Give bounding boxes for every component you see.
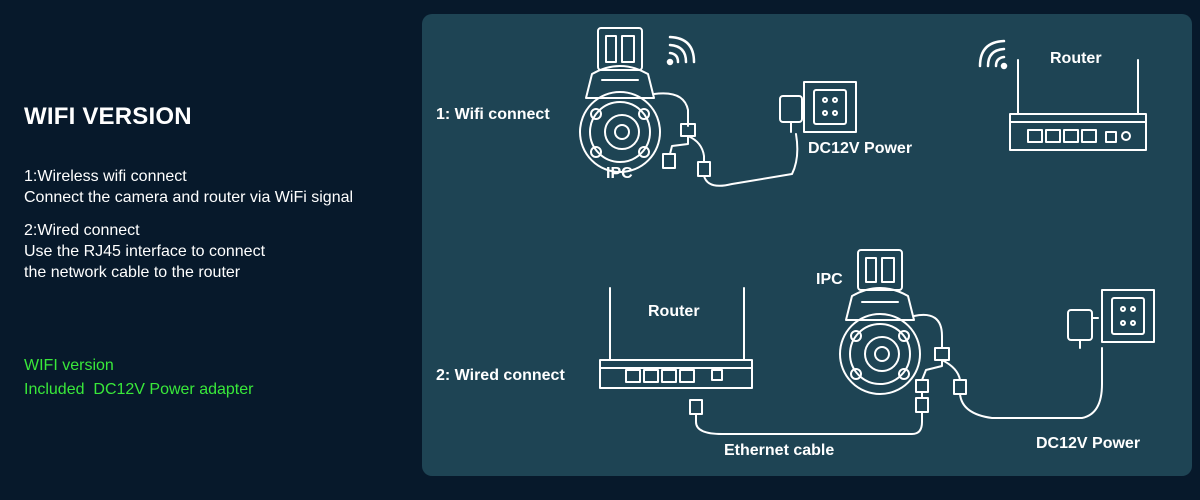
connection-diagram: 1: Wifi connect IPC DC12V Power Router 2… <box>422 14 1192 476</box>
power-adapter-icon <box>1067 289 1155 349</box>
router-icon <box>1009 59 1147 151</box>
wifi-signal-icon <box>978 39 1008 70</box>
package-included: Included DC12V Power adapter <box>24 381 254 398</box>
page-title: WIFI VERSION <box>24 103 192 130</box>
power-label: DC12V Power <box>1036 435 1141 452</box>
ethernet-cable <box>689 397 929 435</box>
wireless-connect-description: Connect the camera and router via WiFi s… <box>24 189 354 206</box>
wifi-signal-icon <box>666 35 696 66</box>
ipc-camera-icon <box>839 249 921 395</box>
router-label: Router <box>1050 50 1102 67</box>
wired-connect-title: 2:Wired connect <box>24 222 140 239</box>
wired-connect-description-line1: Use the RJ45 interface to connect <box>24 243 266 260</box>
ethernet-cable-label: Ethernet cable <box>724 442 835 459</box>
power-adapter-icon <box>779 81 857 133</box>
wireless-connect-title: 1:Wireless wifi connect <box>24 168 187 185</box>
camera-cable <box>913 314 1103 419</box>
ipc-label: IPC <box>606 165 633 182</box>
ipc-label: IPC <box>816 271 843 288</box>
ipc-camera-icon <box>579 27 661 173</box>
wired-connect-section: 2:Wired connect Use the RJ45 interface t… <box>24 220 265 283</box>
router-label: Router <box>648 303 700 320</box>
wireless-connect-section: 1:Wireless wifi connect Connect the came… <box>24 166 353 208</box>
power-label: DC12V Power <box>808 140 913 157</box>
wired-connect-description-line2: the network cable to the router <box>24 264 241 281</box>
camera-cable <box>653 92 799 187</box>
router-icon <box>599 287 753 389</box>
wired-connect-label: 2: Wired connect <box>436 367 565 384</box>
package-version: WIFI version <box>24 357 114 374</box>
package-note: WIFI version Included DC12V Power adapte… <box>24 354 253 402</box>
wifi-connect-label: 1: Wifi connect <box>436 106 550 123</box>
